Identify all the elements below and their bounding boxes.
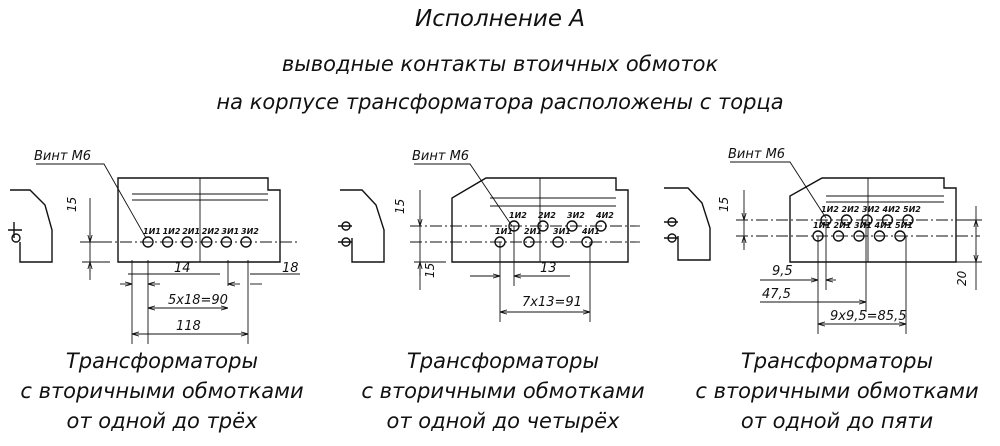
contact-terminal-icon xyxy=(201,236,213,248)
contact-label: 3И2 xyxy=(567,211,585,220)
contact-terminal-icon xyxy=(537,220,549,232)
dim-chain-text: 5x18=90 xyxy=(168,293,228,308)
contact-label: 2И1 xyxy=(182,227,200,236)
caption-line: с вторичными обмотками xyxy=(20,379,304,403)
side-bolt-icon xyxy=(667,233,677,243)
dim-edge-text: 18 xyxy=(282,261,299,276)
caption-line: Трансформаторы xyxy=(740,349,934,373)
caption-line: от одной до пяти xyxy=(740,409,934,433)
screw-label-variant-3: Винт М6 xyxy=(728,147,785,162)
contact-label: 1И1 xyxy=(813,221,831,230)
dim-pitch-text: 13 xyxy=(540,261,557,276)
screw-label-variant-1: Винт М6 xyxy=(34,149,91,164)
transformer-body xyxy=(789,177,957,263)
contact-label: 2И1 xyxy=(524,227,542,236)
side-bolt-icon xyxy=(341,221,351,231)
contact-terminal-icon xyxy=(840,214,853,226)
contact-terminal-icon xyxy=(881,214,894,226)
contact-terminal-icon xyxy=(873,230,886,242)
contact-label: 3И1 xyxy=(854,221,872,230)
contact-label: 1И2 xyxy=(821,205,839,214)
contact-label: 1И2 xyxy=(509,211,527,220)
contact-terminal-icon xyxy=(595,220,607,232)
side-bolt-icon xyxy=(667,217,677,227)
side-bracket xyxy=(340,189,385,263)
dim-height-right-text: 20 xyxy=(955,270,969,286)
contact-label: 4И1 xyxy=(874,221,893,230)
contact-terminal-icon xyxy=(894,230,906,242)
drawing-subtitle-line-1: выводные контакты втоичных обмоток xyxy=(281,52,719,76)
caption-line: с вторичными обмотками xyxy=(361,379,645,403)
side-bolt-icon xyxy=(11,233,21,243)
contact-label: 1И2 xyxy=(163,227,181,236)
dim-height-top-text: 15 xyxy=(717,197,731,212)
contact-label: 3И1 xyxy=(553,227,571,236)
contact-terminal-icon xyxy=(181,236,193,248)
caption-line: Трансформаторы xyxy=(406,349,600,373)
contact-terminal-icon xyxy=(902,214,914,226)
contact-terminal-icon xyxy=(861,214,873,226)
caption-variant-2: Трансформаторы с вторичными обмотками от… xyxy=(343,346,663,436)
contact-terminal-icon xyxy=(581,236,593,248)
contact-label: 2И1 xyxy=(834,221,852,230)
contact-terminal-icon xyxy=(552,236,564,248)
caption-variant-1: Трансформаторы с вторичными обмотками от… xyxy=(2,346,322,436)
contact-label: 4И2 xyxy=(882,205,901,214)
contact-terminal-icon xyxy=(566,220,578,232)
contact-label: 5И1 xyxy=(895,221,913,230)
contact-label: 3И2 xyxy=(241,227,259,236)
contact-terminal-icon xyxy=(853,230,865,242)
variant-2-drawing: 15 15 1И2 2И2 3И2 4И2 1И1 2И1 3И1 4И1 Винт М6 1… xyxy=(338,149,640,322)
transformer-body xyxy=(451,177,629,263)
dim-pitch-text: 14 xyxy=(174,261,191,276)
dim-chain-text: 7x13=91 xyxy=(522,295,582,310)
caption-line: с вторичными обмотками xyxy=(695,379,979,403)
screw-label-variant-2: Винт М6 xyxy=(412,149,469,164)
caption-line: Трансформаторы xyxy=(65,349,259,373)
contact-label: 4И1 xyxy=(581,227,600,236)
side-bolt-icon xyxy=(341,237,351,247)
contact-label: 4И2 xyxy=(595,211,614,220)
contact-terminal-icon xyxy=(240,236,252,248)
drawing-subtitle-line-2: на корпусе трансформатора расположены с … xyxy=(216,90,784,114)
contact-terminal-icon xyxy=(832,230,845,242)
dim-offset-a-text: 9,5 xyxy=(772,264,793,279)
contact-label: 3И2 xyxy=(862,205,880,214)
contact-terminal-icon xyxy=(220,236,233,248)
contact-terminal-icon xyxy=(161,236,174,248)
dim-height-top-text: 15 xyxy=(393,199,407,214)
contact-label: 1И1 xyxy=(495,227,513,236)
contact-label: 5И2 xyxy=(903,205,921,214)
contact-label: 2И2 xyxy=(202,227,220,236)
contact-label: 2И2 xyxy=(538,211,556,220)
drawing-title: Исполнение А xyxy=(414,6,586,32)
contact-terminal-icon xyxy=(142,236,154,248)
caption-line: от одной до трёх xyxy=(66,409,258,433)
dim-offset-b-text: 47,5 xyxy=(762,287,791,302)
caption-line: от одной до четырёх xyxy=(386,409,620,433)
contact-label: 1И1 xyxy=(143,227,161,236)
contact-label: 3И1 xyxy=(221,227,239,236)
side-bracket xyxy=(664,187,711,261)
contact-terminal-icon xyxy=(523,236,535,248)
dim-overall-text: 118 xyxy=(176,319,201,334)
dim-height-bottom-text: 15 xyxy=(423,263,437,278)
side-bracket xyxy=(10,189,53,263)
dim-height-text: 15 xyxy=(65,197,79,212)
caption-variant-3: Трансформаторы с вторичными обмотками от… xyxy=(677,346,997,436)
transformer-body xyxy=(117,177,281,263)
dim-chain-text: 9x9,5=85,5 xyxy=(830,309,906,324)
contact-label: 2И2 xyxy=(842,205,860,214)
